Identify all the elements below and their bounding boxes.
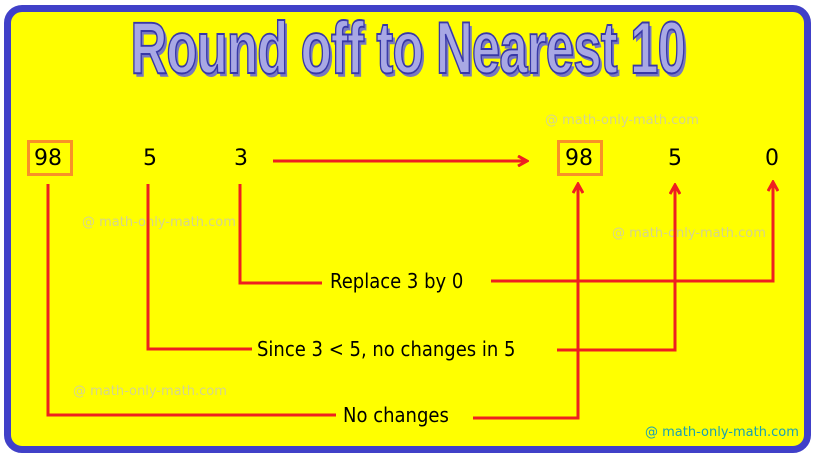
- highlight-box: [27, 140, 73, 176]
- hundreds-arrow: [473, 184, 578, 420]
- watermark: @ math-only-math.com: [545, 113, 699, 128]
- rounded-tens-digit: 5: [668, 146, 682, 171]
- original-tens-group: 98: [34, 146, 62, 171]
- watermark: @ math-only-math.com: [82, 215, 236, 230]
- highlight-box: [557, 140, 603, 176]
- diagram-title: Round off to Nearest 10: [130, 7, 687, 90]
- original-ones-digit: 3: [234, 146, 248, 171]
- original-tens-digit: 5: [143, 146, 157, 171]
- footer-watermark: @ math-only-math.com: [645, 425, 799, 440]
- ones-arrow: [491, 182, 773, 283]
- watermark: @ math-only-math.com: [73, 384, 227, 399]
- watermark: @ math-only-math.com: [612, 226, 766, 241]
- rounded-tens-group: 98: [565, 146, 593, 171]
- ones-explanation: Replace 3 by 0: [330, 269, 464, 293]
- tens-explanation: Since 3 < 5, no changes in 5: [257, 337, 516, 361]
- rounded-ones-digit: 0: [765, 146, 779, 171]
- tens-arrow: [557, 185, 675, 352]
- hundreds-explanation: No changes: [343, 403, 449, 427]
